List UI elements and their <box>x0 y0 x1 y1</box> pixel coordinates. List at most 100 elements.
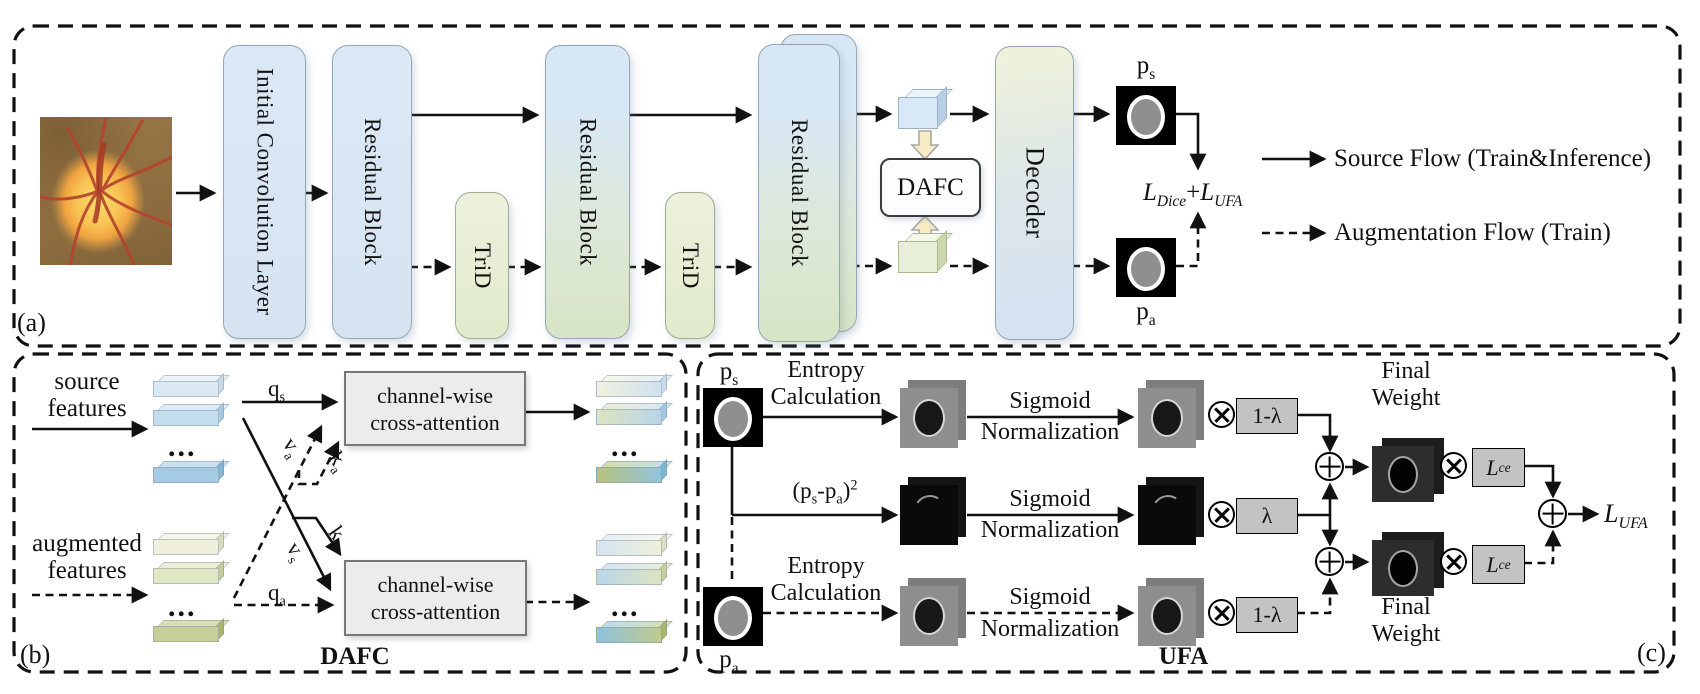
difference-map <box>900 477 966 545</box>
trid-block-2: TriD <box>665 192 715 339</box>
panel-c-label: (c) <box>1637 638 1666 667</box>
normalized-difference-map <box>1138 477 1204 545</box>
normalized-entropy-source <box>1138 380 1204 448</box>
augmented-feature-cube <box>898 230 953 274</box>
line-lce-bottom-to-addfinal <box>1524 529 1562 565</box>
calibrated-source-bar <box>596 459 673 483</box>
sigmoid-label-row1: Sigmoid <box>1009 388 1091 414</box>
panel-b-title: DAFC <box>320 643 390 670</box>
weight-box-mid: λ <box>1236 498 1298 534</box>
segmentation-loss-label: LDice+LUFA <box>1143 179 1243 210</box>
sigmoid-label-row3: Sigmoid <box>1009 584 1091 610</box>
lufa-output-label: LUFA <box>1604 499 1648 533</box>
arrow-ka-branch <box>297 440 340 486</box>
entropy-map-augmented <box>900 578 966 646</box>
normalized-entropy-augmented <box>1138 578 1204 646</box>
arrow-vs-diagonal <box>241 417 332 592</box>
calibrated-augmented-bar <box>596 561 673 585</box>
pa-prediction-mask <box>1116 238 1176 297</box>
multiply-node-lce-bottom <box>1440 548 1467 575</box>
multiply-node-row3 <box>1208 599 1235 626</box>
panel-c-border <box>696 352 1676 674</box>
add-node-final <box>1538 499 1567 528</box>
panel-b-label: (b) <box>20 640 51 669</box>
line-w3-to-addbottom <box>1297 577 1339 615</box>
arrow-ps-to-loss <box>1176 112 1207 171</box>
calibrated-augmented-bar <box>596 619 673 643</box>
calibrated-source-dots: ... <box>611 430 640 463</box>
ufa-ps-mask <box>703 388 763 447</box>
trid-block-1: TriD <box>455 192 509 339</box>
line-w1-to-addtop <box>1297 413 1339 453</box>
source-feature-cube <box>898 86 953 130</box>
residual-block-2: Residual Block <box>545 45 630 339</box>
diff-label: (ps-pa)2 <box>792 477 858 508</box>
arrow-va-diagonal <box>232 424 323 599</box>
multiply-node-row2 <box>1208 501 1235 528</box>
normalization-label-row1: Normalization <box>980 419 1120 445</box>
final-weight-map-bottom <box>1372 532 1444 596</box>
ps-prediction-mask <box>1116 86 1176 145</box>
weight-box-bottom: 1-λ <box>1236 597 1298 633</box>
source-feature-dots: ... <box>168 430 197 463</box>
calibrated-source-bar <box>596 401 673 425</box>
decoder-block: Decoder <box>995 46 1074 340</box>
sigmoid-label-row2: Sigmoid <box>1009 486 1091 512</box>
ufa-ps-label: ps <box>719 358 739 389</box>
multiply-node-row1 <box>1208 401 1235 428</box>
legend-solid-label: Source Flow (Train&Inference) <box>1334 145 1652 172</box>
augmented-feature-bar <box>153 618 230 642</box>
ufa-pa-label: pa <box>719 646 739 677</box>
line-lce-top-to-addfinal <box>1524 464 1562 499</box>
fundus-input-image <box>38 115 174 267</box>
dafc-module-label: DAFC <box>897 173 964 201</box>
ps-prediction-label: ps <box>1136 52 1156 83</box>
normalization-label-row3: Normalization <box>980 616 1120 642</box>
arrow-ks-branch <box>292 516 342 557</box>
add-node-top <box>1315 452 1344 481</box>
residual-block-3: Residual Block <box>758 44 840 342</box>
trid-1-label: TriD <box>470 242 495 289</box>
decoder-label: Decoder <box>1020 147 1050 239</box>
panel-b-border <box>12 352 688 674</box>
augmented-feature-bar <box>153 531 230 555</box>
arrow-pa-to-loss <box>1176 211 1207 268</box>
trid-2-label: TriD <box>678 242 703 289</box>
qa-label: qa <box>268 580 286 610</box>
panel-c-title: UFA <box>1158 643 1209 670</box>
source-feature-bar <box>153 459 230 483</box>
entropy-map-source <box>900 380 966 448</box>
fundus-vessels <box>38 115 174 267</box>
multiply-node-lce-top <box>1440 452 1467 479</box>
residual-block-2-label: Residual Block <box>575 117 601 267</box>
source-feature-bar <box>153 373 230 397</box>
normalization-label-row2: Normalization <box>980 517 1120 543</box>
residual-block-1: Residual Block <box>332 45 412 339</box>
weight-box-top: 1-λ <box>1236 398 1298 434</box>
calibrated-augmented-dots: ... <box>611 590 640 623</box>
augmented-feature-bar <box>153 560 230 584</box>
calibrated-augmented-bar <box>596 532 673 556</box>
residual-block-1-label: Residual Block <box>360 117 385 267</box>
dafc-module-box: DAFC <box>880 158 981 217</box>
pa-prediction-label: pa <box>1136 298 1156 329</box>
calibrated-source-bar <box>596 373 673 397</box>
qs-label: qs <box>268 376 286 406</box>
ufa-pa-mask <box>703 587 763 646</box>
fusion-arrow-down <box>910 130 940 161</box>
add-node-bottom <box>1315 547 1344 576</box>
initial-convolution-block: Initial Convolution Layer <box>223 45 306 339</box>
initial-convolution-label: Initial Convolution Layer <box>252 68 278 316</box>
